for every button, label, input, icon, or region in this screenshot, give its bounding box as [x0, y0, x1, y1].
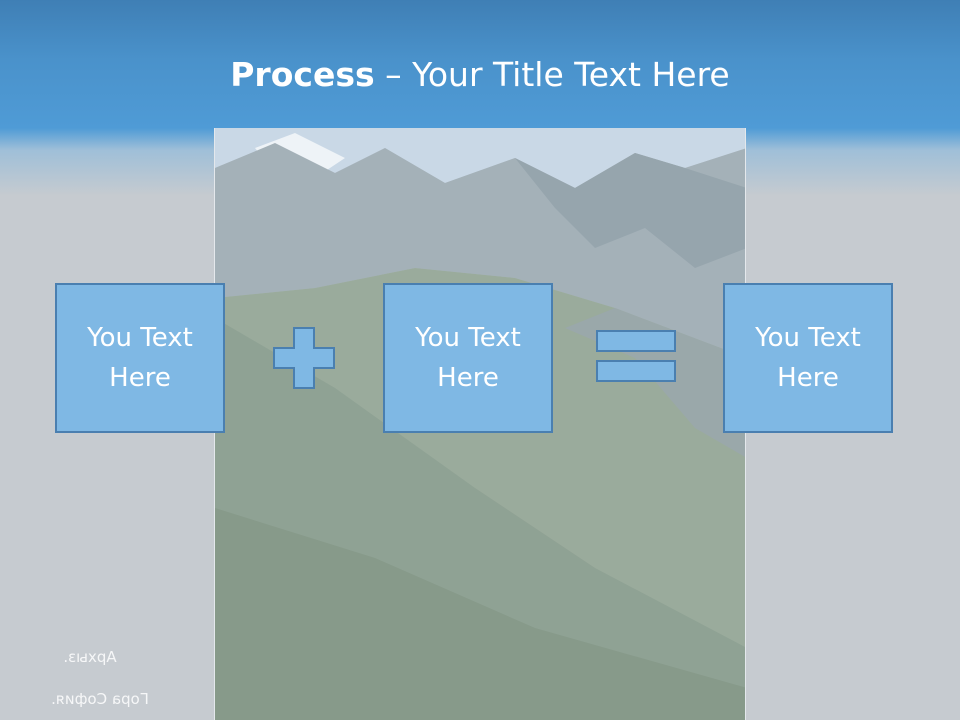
slide-title: Process – Your Title Text Here	[0, 52, 960, 98]
equals-icon	[596, 330, 676, 382]
photo-caption-1: Архыз.	[63, 648, 117, 666]
process-box-1-text: You Text Here	[87, 323, 193, 393]
process-box-2[interactable]: You Text Here	[383, 283, 553, 433]
title-rest: – Your Title Text Here	[374, 55, 730, 94]
photo-caption-2: Гора София.	[51, 690, 149, 708]
title-bold: Process	[230, 55, 375, 94]
plus-icon	[273, 327, 335, 389]
process-box-3-text: You Text Here	[755, 323, 861, 393]
mountain-illustration	[215, 128, 745, 720]
process-box-1[interactable]: You Text Here	[55, 283, 225, 433]
process-box-2-text: You Text Here	[415, 323, 521, 393]
process-box-3[interactable]: You Text Here	[723, 283, 893, 433]
